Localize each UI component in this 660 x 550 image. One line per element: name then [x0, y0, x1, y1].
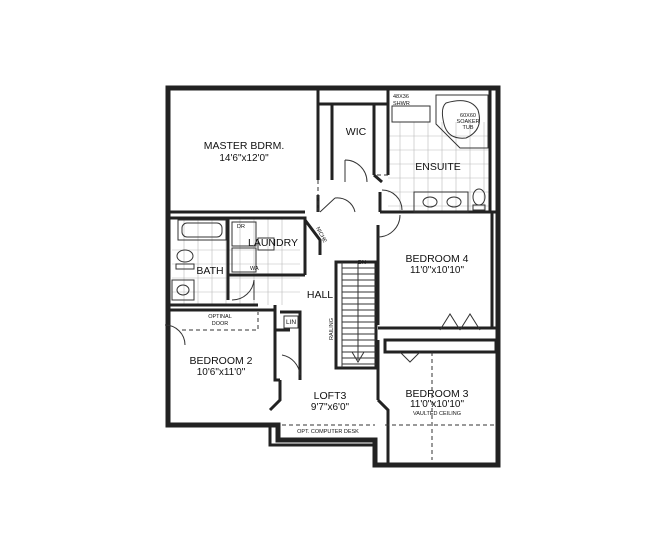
bath-laundry-tile-floor — [172, 218, 300, 305]
exterior-walls — [165, 85, 501, 468]
bath-label: BATH — [196, 265, 223, 277]
master-bedroom-name: MASTER BDRM. — [204, 140, 285, 152]
shower-label: SHWR — [393, 101, 410, 107]
dryer-label: DR — [237, 224, 245, 230]
tub-label-soaker: SOAKER — [457, 119, 480, 125]
loft-name: LOFT3 — [314, 390, 347, 402]
tub-size: 60X60 — [460, 113, 476, 119]
bedroom3-ceiling-note: VAULTED CEILING — [413, 411, 461, 417]
bedroom4-size: 11'0"x10'10" — [410, 265, 465, 276]
shower-size: 48X36 — [393, 94, 409, 100]
optional-door-line2: DOOR — [212, 321, 229, 327]
loft-size: 9'7"x6'0" — [311, 402, 350, 413]
ensuite-tile-floor — [388, 122, 490, 212]
tub-label-tub: TUB — [463, 125, 474, 131]
doors — [164, 159, 481, 376]
wic-label: WIC — [346, 126, 367, 138]
dashed-lines — [182, 174, 496, 460]
optional-door-line1: OPTINAL — [208, 314, 232, 320]
railing-label: RAILING — [329, 318, 335, 340]
bedroom4-name: BEDROOM 4 — [405, 253, 468, 265]
laundry-label: LAUNDRY — [248, 237, 298, 249]
hall-label: HALL — [307, 289, 333, 301]
master-bedroom-size: 14'6"x12'0" — [219, 153, 269, 164]
fixtures — [171, 94, 489, 329]
bedroom2-name: BEDROOM 2 — [189, 355, 252, 367]
staircase — [334, 260, 378, 370]
bedroom3-size: 11'0"x10'10" — [410, 399, 465, 410]
bedroom2-size: 10'6"x11'0" — [197, 367, 246, 378]
linen-label: LIN — [286, 319, 296, 326]
room-labels: MASTER BDRM. 14'6"x12'0" WIC 48X36 SHWR … — [189, 94, 479, 435]
computer-desk-label: OPT. COMPUTER DESK — [297, 429, 359, 435]
ensuite-label: ENSUITE — [415, 161, 461, 173]
bedroom3-name: BEDROOM 3 — [405, 388, 468, 400]
washer-label: WA — [250, 266, 259, 272]
stairs-down-label: DN — [358, 260, 366, 266]
